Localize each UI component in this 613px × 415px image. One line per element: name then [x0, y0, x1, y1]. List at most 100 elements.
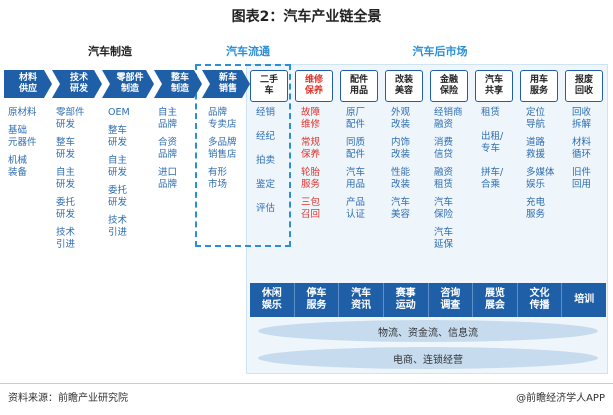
bar-cell: 休闲 娱乐 — [250, 283, 295, 317]
list-item: 租赁 — [481, 107, 501, 118]
list-item: 汽车 美容 — [391, 197, 411, 220]
list-item: 基础 元器件 — [8, 125, 37, 148]
header-label: 维修 保养 — [304, 75, 323, 96]
list-item: 鉴定 — [256, 179, 276, 190]
bar-cell: 文化 传播 — [518, 283, 563, 317]
header-scrap: 报废 回收 — [565, 70, 603, 102]
list-item: 进口 品牌 — [158, 167, 178, 190]
header-finance: 金融 保险 — [430, 70, 468, 102]
column-scrap: 回收 拆解 材料 循环 旧件 回用 — [572, 107, 591, 197]
list-item: 出租/ 专车 — [481, 131, 504, 154]
bar-cell: 培训 — [562, 283, 606, 317]
section-title-manufacturing: 汽车制造 — [88, 45, 132, 58]
list-item: 道路 救援 — [526, 137, 546, 160]
list-item: 故障 维修 — [301, 107, 321, 130]
list-item: 汽车 保险 — [434, 197, 454, 220]
column-tech: 零部件 研发 整车 研发 自主 研发 委托 研发 技术 引进 — [56, 107, 85, 257]
list-item: 内饰 改装 — [391, 137, 411, 160]
list-item: 多品牌 销售店 — [208, 137, 237, 160]
column-accessories: 原厂 配件 同质 配件 汽车 用品 产品 认证 — [346, 107, 365, 227]
list-item: 汽车 用品 — [346, 167, 366, 190]
list-item: 原材料 — [8, 107, 37, 118]
list-item: 轮胎 服务 — [301, 167, 321, 190]
bar-label: 文化 传播 — [529, 288, 550, 311]
header-label: 改装 美容 — [394, 75, 413, 96]
header-repair: 维修 保养 — [295, 70, 333, 102]
footer-divider — [0, 383, 613, 384]
column-sales: 品牌 专卖店 多品牌 销售店 有形 市场 — [208, 107, 237, 197]
page-title: 图表2：汽车产业链全景 — [231, 9, 382, 25]
list-item: 委托 研发 — [56, 197, 76, 220]
chain-step-tech: 技术 研发 — [52, 70, 102, 98]
commerce-label: 电商、连锁经营 — [393, 354, 463, 366]
list-item: 多媒体 娱乐 — [526, 167, 555, 190]
list-item: 三包 召回 — [301, 197, 321, 220]
chain-label: 材料 供应 — [18, 73, 37, 94]
list-item: 有形 市场 — [208, 167, 228, 190]
list-item: 经销 — [256, 107, 276, 118]
column-parts: OEM 整车 研发 自主 研发 委托 研发 技术 引进 — [108, 107, 130, 245]
list-item: 机械 装备 — [8, 155, 28, 178]
chain-label: 新车 销售 — [218, 73, 237, 94]
list-item: 整车 研发 — [56, 137, 76, 160]
column-repair: 故障 维修 常规 保养 轮胎 服务 三包 召回 — [301, 107, 320, 227]
column-modify: 外观 改装 内饰 改装 性能 改装 汽车 美容 — [391, 107, 410, 227]
list-item: 原厂 配件 — [346, 107, 366, 130]
chain-step-parts: 零部件 制造 — [102, 70, 154, 98]
chain-step-vehicle: 整车 制造 — [154, 70, 202, 98]
list-item: 充电 服务 — [526, 197, 546, 220]
list-item: 产品 认证 — [346, 197, 366, 220]
list-item: 合资 品牌 — [158, 137, 178, 160]
header-label: 报废 回收 — [574, 75, 593, 96]
bar-label: 培训 — [574, 294, 595, 305]
list-item: 定位 导航 — [526, 107, 546, 130]
list-item: 经销商 融资 — [434, 107, 463, 130]
commerce-ellipse: 电商、连锁经营 — [258, 347, 598, 369]
list-item: 委托 研发 — [108, 185, 128, 208]
list-item: 融资 租赁 — [434, 167, 454, 190]
chain-label: 零部件 制造 — [116, 73, 144, 94]
header-accessories: 配件 用品 — [340, 70, 378, 102]
bar-label: 展览 展会 — [484, 288, 505, 311]
bar-cell: 汽车 资讯 — [339, 283, 384, 317]
bar-label: 赛事 运动 — [395, 288, 416, 311]
header-label: 汽车 共享 — [484, 75, 503, 96]
list-item: 拍卖 — [256, 155, 276, 166]
list-item: 拼车/ 合乘 — [481, 167, 504, 190]
bar-cell: 赛事 运动 — [384, 283, 429, 317]
header-label: 金融 保险 — [439, 75, 458, 96]
chain-step-sales: 新车 销售 — [202, 70, 250, 98]
services-bar: 休闲 娱乐 停车 服务 汽车 资讯 赛事 运动 咨询 调查 展览 展会 文化 传… — [250, 283, 606, 317]
column-materials: 原材料 基础 元器件 机械 装备 — [8, 107, 37, 185]
bar-cell: 停车 服务 — [295, 283, 340, 317]
brand-text: @前瞻经济学人APP — [516, 393, 605, 404]
header-service: 用车 服务 — [520, 70, 558, 102]
column-finance: 经销商 融资 消费 信贷 融资 租赁 汽车 保险 汽车 延保 — [434, 107, 463, 257]
bar-label: 停车 服务 — [306, 288, 327, 311]
list-item: 经纪 — [256, 131, 276, 142]
column-service: 定位 导航 道路 救援 多媒体 娱乐 充电 服务 — [526, 107, 555, 227]
header-label: 二手 车 — [259, 75, 278, 96]
list-item: 品牌 专卖店 — [208, 107, 237, 130]
header-label: 用车 服务 — [529, 75, 548, 96]
column-share: 租赁 出租/ 专车 拼车/ 合乘 — [481, 107, 503, 197]
bar-label: 汽车 资讯 — [351, 288, 372, 311]
list-item: 技术 引进 — [108, 215, 128, 238]
bar-label: 咨询 调查 — [440, 288, 461, 311]
list-item: 材料 循环 — [572, 137, 592, 160]
list-item: 自主 品牌 — [158, 107, 178, 130]
chain-label: 技术 研发 — [69, 73, 88, 94]
list-item: 性能 改装 — [391, 167, 411, 190]
header-label: 配件 用品 — [349, 75, 368, 96]
header-used-car: 二手 车 — [250, 70, 288, 102]
section-title-aftermarket: 汽车后市场 — [412, 45, 468, 58]
list-item: 常规 保养 — [301, 137, 321, 160]
list-item: 旧件 回用 — [572, 167, 592, 190]
header-share: 汽车 共享 — [475, 70, 513, 102]
list-item: 技术 引进 — [56, 227, 76, 250]
distribution-dashed-box — [195, 64, 291, 247]
column-used-car: 经销 经纪 拍卖 鉴定 评估 — [256, 107, 275, 227]
list-item: 回收 拆解 — [572, 107, 592, 130]
list-item: 汽车 延保 — [434, 227, 454, 250]
list-item: OEM — [108, 107, 130, 118]
